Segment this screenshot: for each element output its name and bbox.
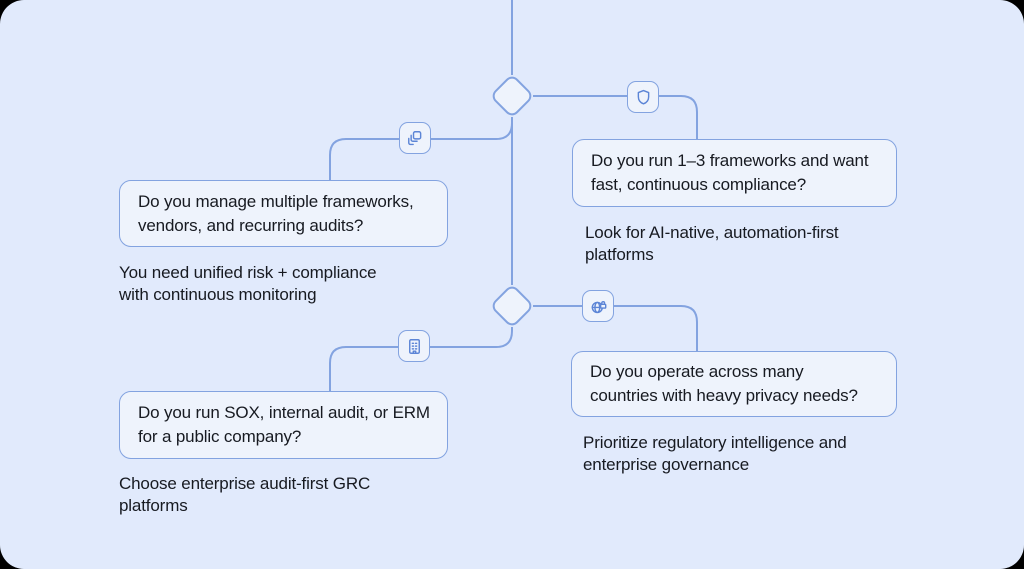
question-text: Do you operate across many bbox=[590, 362, 804, 381]
globe-lock-icon bbox=[591, 300, 606, 313]
answer-fast-compliance: Look for AI-native, automation-first pla… bbox=[585, 222, 839, 266]
answer-text: with continuous monitoring bbox=[119, 285, 317, 304]
shield-icon bbox=[637, 89, 649, 105]
question-box-enterprise-audit: Do you run SOX, internal audit, or ERM f… bbox=[119, 391, 448, 459]
question-text: countries with heavy privacy needs? bbox=[590, 386, 858, 405]
badge-global-privacy bbox=[582, 290, 614, 322]
decision-diamond-1 bbox=[492, 76, 532, 116]
question-text: vendors, and recurring audits? bbox=[138, 215, 364, 235]
answer-text: platforms bbox=[119, 496, 188, 515]
question-text: Do you run 1–3 frameworks and want bbox=[591, 151, 869, 170]
answer-global-privacy: Prioritize regulatory intelligence and e… bbox=[583, 432, 847, 476]
answer-text: You need unified risk + compliance bbox=[119, 263, 377, 282]
answer-text: Look for AI-native, automation-first bbox=[585, 223, 839, 242]
badge-fast-compliance bbox=[627, 81, 659, 113]
answer-enterprise-audit: Choose enterprise audit-first GRC platfo… bbox=[119, 473, 370, 517]
question-text: Do you manage multiple frameworks, bbox=[138, 191, 414, 211]
question-text: fast, continuous compliance? bbox=[591, 175, 807, 194]
answer-text: Prioritize regulatory intelligence and bbox=[583, 433, 847, 452]
question-box-fast-compliance: Do you run 1–3 frameworks and want fast,… bbox=[572, 139, 897, 207]
answer-text: platforms bbox=[585, 245, 654, 264]
decision-diamond-2 bbox=[492, 286, 532, 326]
question-box-global-privacy: Do you operate across many countries wit… bbox=[571, 351, 897, 417]
building-icon bbox=[408, 338, 420, 354]
badge-enterprise-audit bbox=[398, 330, 430, 362]
question-text: for a public company? bbox=[138, 427, 302, 446]
connector-branch-top-right bbox=[533, 95, 698, 139]
copy-stack-icon bbox=[407, 130, 421, 145]
answer-text: enterprise governance bbox=[583, 455, 750, 474]
question-text: Do you run SOX, internal audit, or ERM bbox=[138, 403, 430, 422]
answer-text: Choose enterprise audit-first GRC bbox=[119, 474, 371, 493]
question-box-multi-frameworks: Do you manage multiple frameworks, vendo… bbox=[119, 180, 448, 247]
badge-multi-frameworks bbox=[399, 122, 431, 154]
connector-branch-bottom-right bbox=[533, 305, 698, 351]
answer-multi-frameworks: You need unified risk + compliance with … bbox=[119, 262, 377, 306]
